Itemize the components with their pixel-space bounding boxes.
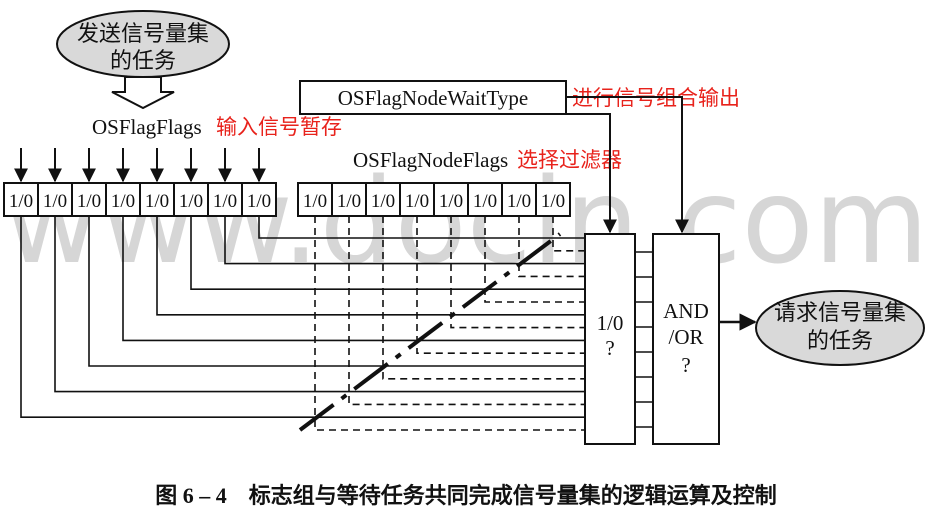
flag-cell-value: 1/0: [43, 191, 67, 212]
node-flag-cell: [501, 182, 537, 217]
node-flag-cell-value: 1/0: [405, 191, 429, 212]
flag-line: [54, 216, 585, 393]
node-flag-cell: [433, 182, 469, 217]
flag-cell: [241, 182, 277, 217]
logic-box: AND /OR ?: [652, 233, 720, 445]
flags-note: 输入信号暂存: [216, 115, 342, 139]
node-flag-cell: [535, 182, 571, 217]
node-flag-line: [484, 216, 585, 303]
node-flag-line: [382, 216, 585, 380]
node-flag-cell-value: 1/0: [371, 191, 395, 212]
logic-line2: /OR: [668, 325, 703, 349]
node-flag-cell-value: 1/0: [439, 191, 463, 212]
flag-cell-value: 1/0: [77, 191, 101, 212]
node-flag-line: [450, 216, 585, 329]
sender-task-ellipse: 发送信号量集 的任务: [56, 10, 230, 78]
node-flag-line: [416, 216, 585, 354]
flag-cell-value: 1/0: [247, 191, 271, 212]
figure-caption: 图 6 – 4 标志组与等待任务共同完成信号量集的逻辑运算及控制: [155, 483, 777, 508]
flag-cell: [105, 182, 141, 217]
node-flag-cell-value: 1/0: [303, 191, 327, 212]
flag-line: [88, 216, 585, 367]
node-flags-label: OSFlagNodeFlags: [353, 148, 508, 172]
flag-line: [224, 216, 585, 265]
selector-box: 1/0 ?: [584, 233, 636, 445]
node-lines: [314, 216, 585, 431]
selector-line1: 1/0: [597, 311, 624, 335]
wait-type-box: OSFlagNodeWaitType: [299, 80, 567, 115]
receiver-task-line1: 请求信号量集: [774, 300, 906, 325]
node-flag-cell-value: 1/0: [541, 191, 565, 212]
logic-line1: AND: [663, 299, 709, 323]
flag-cell-value: 1/0: [213, 191, 237, 212]
node-flag-cell: [365, 182, 401, 217]
flag-line: [258, 216, 585, 239]
sender-task-line1: 发送信号量集: [77, 21, 209, 46]
node-flag-line: [518, 216, 585, 278]
flag-line: [122, 216, 585, 342]
watermark: www.docin.com: [3, 152, 928, 290]
sender-task-line2: 的任务: [110, 48, 176, 73]
flag-line: [156, 216, 585, 316]
flag-cell-value: 1/0: [111, 191, 135, 212]
flag-lines: [20, 216, 585, 418]
flag-cells: 1/0 1/0 1/0 1/0 1/0 1/0 1/0 1/0: [3, 182, 277, 217]
wait-type-label: OSFlagNodeWaitType: [338, 86, 528, 110]
node-flag-line: [348, 216, 585, 406]
receiver-task-line2: 的任务: [807, 328, 873, 353]
node-flag-cell-value: 1/0: [473, 191, 497, 212]
node-cells: 1/0 1/0 1/0 1/0 1/0 1/0 1/0 1/0: [297, 182, 571, 217]
logic-line3: ?: [681, 353, 690, 377]
flag-cell-value: 1/0: [9, 191, 33, 212]
receiver-task-ellipse: 请求信号量集 的任务: [755, 290, 925, 366]
switch-dashed-line: [298, 232, 562, 432]
flag-cell: [173, 182, 209, 217]
flag-cell-value: 1/0: [179, 191, 203, 212]
flags-label: OSFlagFlags: [92, 115, 202, 139]
selector-to-logic-lines: [635, 251, 653, 428]
node-flags-note: 选择过滤器: [517, 148, 622, 172]
node-flag-cell-value: 1/0: [507, 191, 531, 212]
flag-cell-value: 1/0: [145, 191, 169, 212]
wait-type-to-selector-arrow: [566, 113, 617, 234]
node-flag-cell-value: 1/0: [337, 191, 361, 212]
selector-line2: ?: [605, 336, 614, 360]
wait-type-to-logic-arrow: [566, 96, 689, 234]
flag-line: [190, 216, 585, 290]
flag-line: [20, 216, 585, 418]
hollow-down-arrow-icon: [111, 76, 175, 110]
node-flag-cell: [331, 182, 367, 217]
input-arrows: [14, 148, 266, 183]
